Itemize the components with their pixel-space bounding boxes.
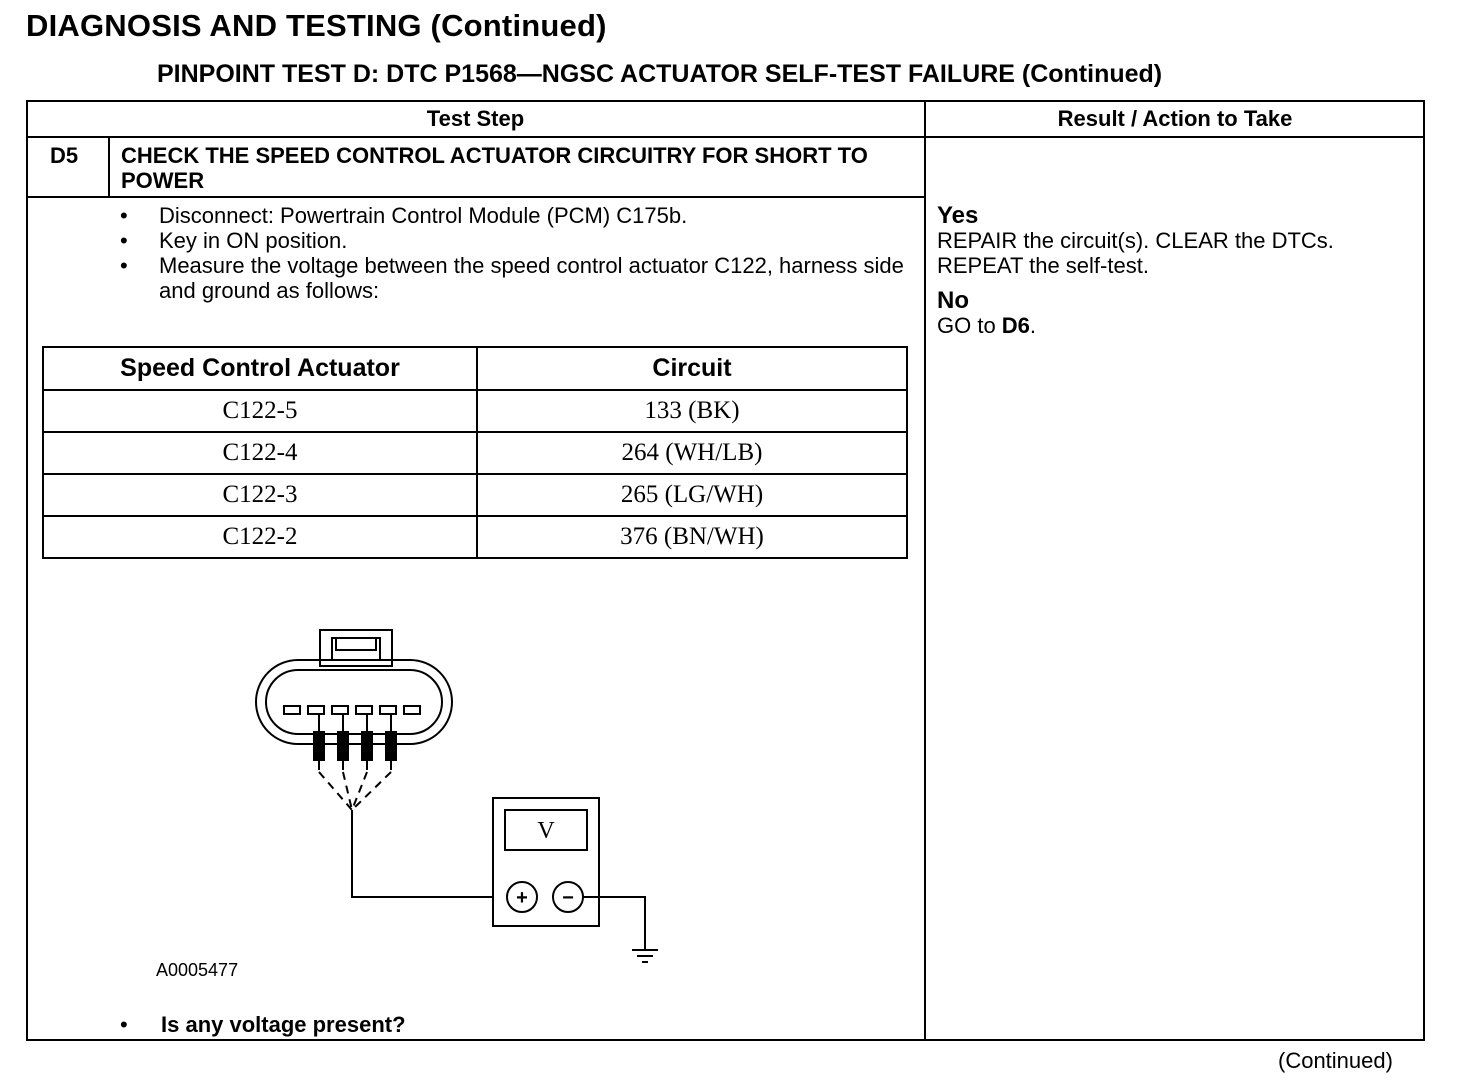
minus-terminal-label: − bbox=[562, 887, 574, 909]
yes-label: Yes bbox=[937, 202, 979, 229]
pin-cell: C122-2 bbox=[42, 515, 478, 559]
circuit-cell: 264 (WH/LB) bbox=[476, 431, 908, 475]
step-title-divider bbox=[26, 196, 925, 198]
no-action-text: GO to bbox=[937, 313, 1002, 338]
circuit-cell: 265 (LG/WH) bbox=[476, 473, 908, 517]
voltmeter-icon bbox=[492, 797, 658, 963]
header-row-divider bbox=[26, 136, 1425, 138]
no-action-suffix: . bbox=[1029, 313, 1037, 338]
pin-cell: C122-5 bbox=[42, 389, 478, 433]
test-step-column-header: Test Step bbox=[426, 106, 525, 131]
step-id-divider bbox=[108, 136, 110, 197]
figure-id: A0005477 bbox=[156, 960, 239, 980]
pin-circuit-table: Speed Control Actuator Circuit C122-5 13… bbox=[42, 346, 908, 559]
step-question: Is any voltage present? bbox=[118, 1012, 406, 1038]
circuit-cell: 133 (BK) bbox=[476, 389, 908, 433]
yes-action-line: REPAIR the circuit(s). CLEAR the DTCs. bbox=[937, 228, 1334, 253]
table-row: C122-5 133 (BK) bbox=[42, 389, 908, 433]
result-yes: Yes REPAIR the circuit(s). CLEAR the DTC… bbox=[937, 203, 1417, 278]
result-no: No GO to D6. bbox=[937, 288, 1417, 338]
voltmeter-connection-diagram: V + − bbox=[255, 629, 658, 963]
continued-footer: (Continued) bbox=[1278, 1048, 1393, 1073]
no-label: No bbox=[937, 287, 969, 314]
table-row: C122-4 264 (WH/LB) bbox=[42, 431, 908, 475]
instruction-item: Measure the voltage between the speed co… bbox=[118, 253, 908, 303]
result-column-header: Result / Action to Take bbox=[1057, 106, 1293, 131]
step-title: CHECK THE SPEED CONTROL ACTUATOR CIRCUIT… bbox=[121, 143, 868, 193]
page-title: DIAGNOSIS AND TESTING (Continued) bbox=[26, 8, 607, 43]
pin-cell: C122-4 bbox=[42, 431, 478, 475]
instruction-item: Key in ON position. bbox=[118, 228, 908, 253]
circuit-cell: 376 (BN/WH) bbox=[476, 515, 908, 559]
pin-cell: C122-3 bbox=[42, 473, 478, 517]
yes-action-line: REPEAT the self-test. bbox=[937, 253, 1149, 278]
plus-terminal-label: + bbox=[516, 887, 528, 909]
pinpoint-test-title: PINPOINT TEST D: DTC P1568—NGSC ACTUATOR… bbox=[157, 60, 1163, 88]
table-row: C122-3 265 (LG/WH) bbox=[42, 473, 908, 517]
table-header-actuator: Speed Control Actuator bbox=[42, 346, 478, 391]
no-action: GO to D6. bbox=[937, 313, 1417, 338]
table-header-circuit: Circuit bbox=[476, 346, 908, 391]
instruction-item: Disconnect: Powertrain Control Module (P… bbox=[118, 203, 908, 228]
step-id: D5 bbox=[50, 143, 79, 168]
table-row: C122-2 376 (BN/WH) bbox=[42, 515, 908, 559]
meter-label: V bbox=[537, 818, 555, 844]
probe-leads bbox=[313, 714, 493, 898]
table-header-row: Speed Control Actuator Circuit bbox=[42, 346, 908, 391]
column-divider bbox=[924, 100, 926, 1041]
test-table-frame bbox=[26, 100, 1425, 1041]
step-instructions: Disconnect: Powertrain Control Module (P… bbox=[118, 203, 908, 303]
connector-icon bbox=[255, 629, 453, 745]
no-action-target: D6 bbox=[1001, 313, 1030, 338]
